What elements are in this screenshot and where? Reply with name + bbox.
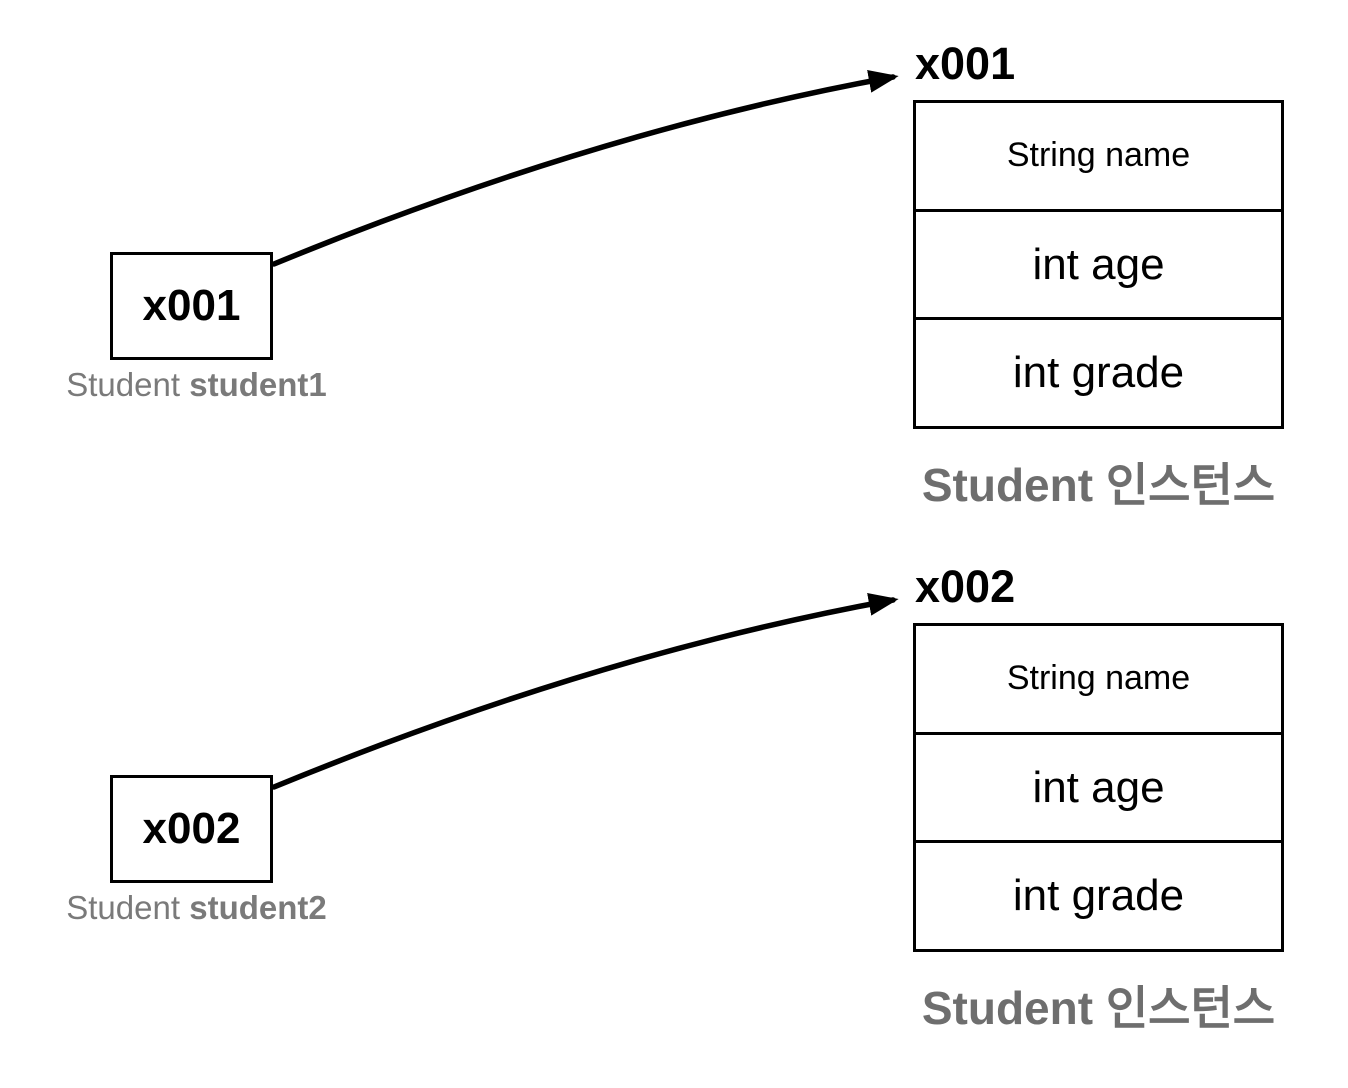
- field-row-grade: int grade: [916, 840, 1281, 950]
- field-row-grade: int grade: [916, 317, 1281, 427]
- instance-address-label: x002: [915, 561, 1016, 612]
- field-row-age: int age: [916, 208, 1281, 318]
- field-row-name: String name: [916, 626, 1281, 732]
- field-row-name: String name: [916, 103, 1281, 209]
- reference-type-label: Student: [66, 366, 180, 403]
- reference-box: x001: [110, 252, 273, 360]
- instance-table: String name int age int grade: [913, 623, 1284, 952]
- reference-variable-label: student1: [189, 366, 327, 403]
- reference-address-label: x002: [142, 804, 241, 853]
- instance-caption: Student 인스턴스: [921, 982, 1276, 1034]
- field-row-age: int age: [916, 731, 1281, 841]
- reference-box: x002: [110, 775, 273, 883]
- reference-address-label: x001: [142, 281, 241, 330]
- instance-table: String name int age int grade: [913, 100, 1284, 429]
- reference-type-label: Student: [66, 889, 180, 926]
- instance-address-label: x001: [915, 38, 1016, 89]
- reference-variable-label: student2: [189, 889, 327, 926]
- instance-caption: Student 인스턴스: [921, 459, 1276, 511]
